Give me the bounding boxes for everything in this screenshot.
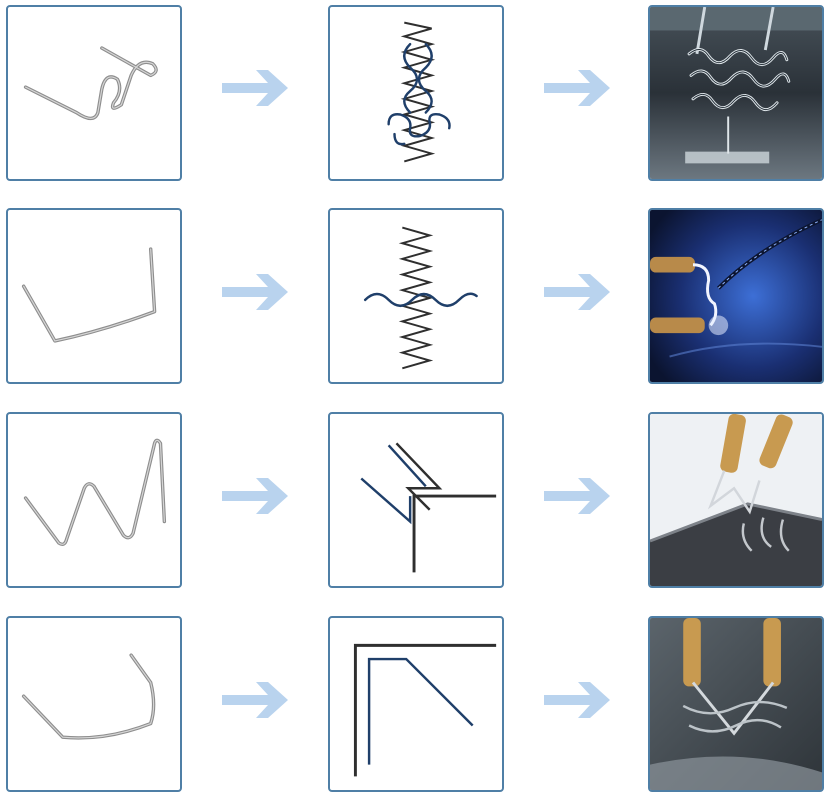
arrow-icon bbox=[222, 474, 292, 518]
arrow-icon bbox=[222, 66, 292, 110]
w-staple-panel bbox=[6, 412, 182, 588]
w-staple-icon bbox=[23, 438, 167, 546]
v-inside-corner-diagram-icon bbox=[353, 643, 497, 777]
v-inside-corner-diagram-panel bbox=[328, 616, 504, 792]
v-staple-panel bbox=[6, 616, 182, 792]
arrow-icon bbox=[544, 66, 614, 110]
arrow-icon bbox=[544, 270, 614, 314]
arrow-icon bbox=[222, 270, 292, 314]
wave-staple-icon bbox=[23, 46, 158, 121]
arrow-icon bbox=[222, 678, 292, 722]
flat-crack-weld-diagram-icon bbox=[363, 226, 478, 370]
wave-weld-diagram-panel bbox=[328, 5, 504, 181]
flat-crack-weld-diagram-panel bbox=[328, 208, 504, 384]
wave-staple-welding-photo bbox=[648, 5, 824, 181]
arrow-icon bbox=[544, 474, 614, 518]
w-staple-welding-photo bbox=[648, 412, 824, 588]
flat-staple-welding-photo bbox=[648, 208, 824, 384]
w-outside-corner-diagram-panel bbox=[328, 412, 504, 588]
v-staple-icon bbox=[21, 653, 156, 740]
w-outside-corner-diagram-icon bbox=[360, 442, 497, 573]
wave-staple-panel bbox=[6, 5, 182, 181]
v-staple-welding-photo bbox=[648, 616, 824, 792]
flat-staple-icon bbox=[21, 247, 157, 343]
wave-weld-diagram-icon bbox=[387, 21, 451, 163]
flat-staple-panel bbox=[6, 208, 182, 384]
arrow-icon bbox=[544, 678, 614, 722]
